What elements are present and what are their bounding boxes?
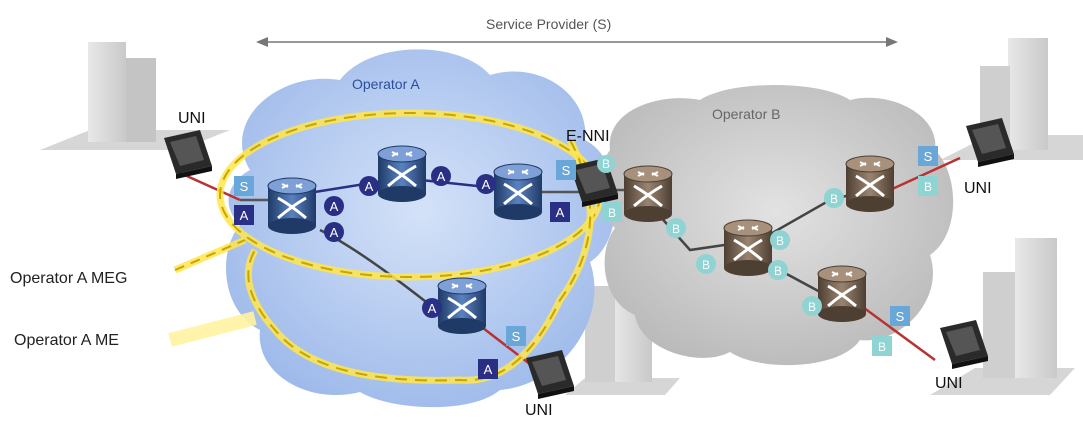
svg-text:A: A xyxy=(482,177,491,192)
svg-text:S: S xyxy=(924,149,933,164)
b-badge: B xyxy=(802,296,822,316)
b-badge: B xyxy=(824,188,844,208)
svg-text:A: A xyxy=(484,362,493,377)
svg-text:S: S xyxy=(896,309,905,324)
uni-label-right-bottom: UNI xyxy=(935,375,963,392)
operator-a-meg-label: Operator A MEG xyxy=(10,270,128,287)
operator-a-me-label: Operator A ME xyxy=(14,332,119,349)
svg-text:B: B xyxy=(808,300,816,314)
a-badge: A xyxy=(359,176,379,196)
b-badge: B xyxy=(768,260,788,280)
router-b-2 xyxy=(722,218,774,278)
svg-text:B: B xyxy=(830,192,838,206)
router-b-1 xyxy=(622,164,674,224)
b-square-badge: B xyxy=(602,202,622,222)
me-highlight xyxy=(168,138,594,384)
svg-text:B: B xyxy=(608,206,616,220)
b-square-badge: B xyxy=(918,176,938,196)
b-square-badge: B xyxy=(872,336,892,356)
a-badge: A xyxy=(324,222,344,242)
svg-text:A: A xyxy=(556,205,565,220)
b-badge: B xyxy=(770,230,790,250)
operator-a-mep-badges: A A A xyxy=(234,202,570,379)
svg-text:A: A xyxy=(240,208,249,223)
uni-label-bottom: UNI xyxy=(525,402,553,419)
uni-label-left: UNI xyxy=(178,110,206,127)
operator-a-cloud xyxy=(226,49,616,408)
a-square-badge: A xyxy=(550,202,570,222)
router-a-1 xyxy=(266,176,318,236)
s-badge: S xyxy=(234,176,254,196)
a-badge: A xyxy=(431,166,451,186)
svg-text:A: A xyxy=(330,225,339,240)
svg-text:B: B xyxy=(602,157,610,171)
operator-b-badges: B B B B B B B B B B xyxy=(597,155,938,356)
a-square-badge: A xyxy=(234,205,254,225)
service-provider-arrow xyxy=(256,37,898,47)
svg-text:B: B xyxy=(774,264,782,278)
uni-device-right-bottom xyxy=(940,320,988,369)
svg-text:A: A xyxy=(428,301,437,316)
s-badge: S xyxy=(890,306,910,326)
b-badge: B xyxy=(696,254,716,274)
service-badges: S S S S S xyxy=(234,146,938,346)
service-provider-label: Service Provider (S) xyxy=(486,16,612,32)
router-a-3 xyxy=(492,162,544,222)
uni-label-right-top: UNI xyxy=(964,180,992,197)
b-badge: B xyxy=(666,218,686,238)
s-badge: S xyxy=(918,146,938,166)
building-right-bottom xyxy=(930,238,1075,395)
operator-a-mip-badges: A A A A A A xyxy=(324,166,496,318)
svg-text:A: A xyxy=(365,179,374,194)
svg-text:S: S xyxy=(240,179,249,194)
svg-text:B: B xyxy=(878,340,886,354)
svg-text:B: B xyxy=(672,222,680,236)
router-a-4 xyxy=(436,276,488,336)
s-badge: S xyxy=(506,326,526,346)
router-b-3 xyxy=(844,154,896,214)
operator-a-label: Operator A xyxy=(352,76,420,92)
svg-text:B: B xyxy=(776,234,784,248)
s-badge: S xyxy=(556,160,576,180)
svg-text:B: B xyxy=(702,258,710,272)
svg-text:S: S xyxy=(512,329,521,344)
router-b-4 xyxy=(816,264,868,324)
svg-text:A: A xyxy=(437,169,446,184)
svg-text:B: B xyxy=(924,180,932,194)
a-badge: A xyxy=(476,174,496,194)
uni-device-bottom xyxy=(526,350,574,399)
a-badge: A xyxy=(422,298,442,318)
enni-label: E-NNI xyxy=(566,128,610,145)
a-square-badge: A xyxy=(478,359,498,379)
svg-text:A: A xyxy=(330,199,339,214)
operator-b-label: Operator B xyxy=(712,106,781,122)
a-badge: A xyxy=(324,196,344,216)
router-a-2 xyxy=(376,144,428,204)
building-right-top xyxy=(940,38,1083,160)
b-badge: B xyxy=(597,155,615,173)
svg-text:S: S xyxy=(562,163,571,178)
building-left xyxy=(40,42,230,150)
